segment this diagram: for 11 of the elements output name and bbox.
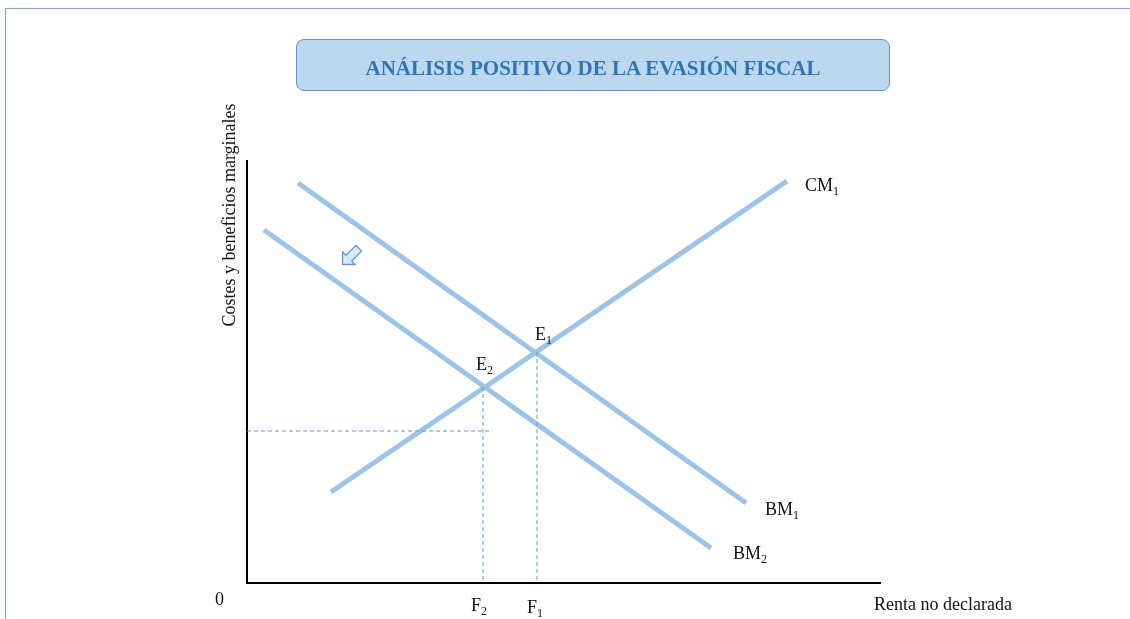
curve-label: BM$_{1}$ [765, 500, 799, 521]
y-axis-label: Costes y beneficios marginales [219, 103, 238, 327]
curve-label: CM$_{1}$ [805, 176, 839, 197]
point-label: E$_{2}$ [476, 355, 493, 376]
tick-label: F$_{2}$ [471, 596, 487, 617]
x-axis-label: Renta no declarada [874, 595, 1012, 613]
tick-label: F$_{1}$ [527, 598, 543, 619]
curve-label: BM$_{2}$ [733, 544, 767, 565]
axis-origin-label: 0 [215, 590, 224, 608]
point-label: E$_{1}$ [535, 325, 552, 346]
title-banner: ANÁLISIS POSITIVO DE LA EVASIÓN FISCAL [296, 39, 890, 91]
